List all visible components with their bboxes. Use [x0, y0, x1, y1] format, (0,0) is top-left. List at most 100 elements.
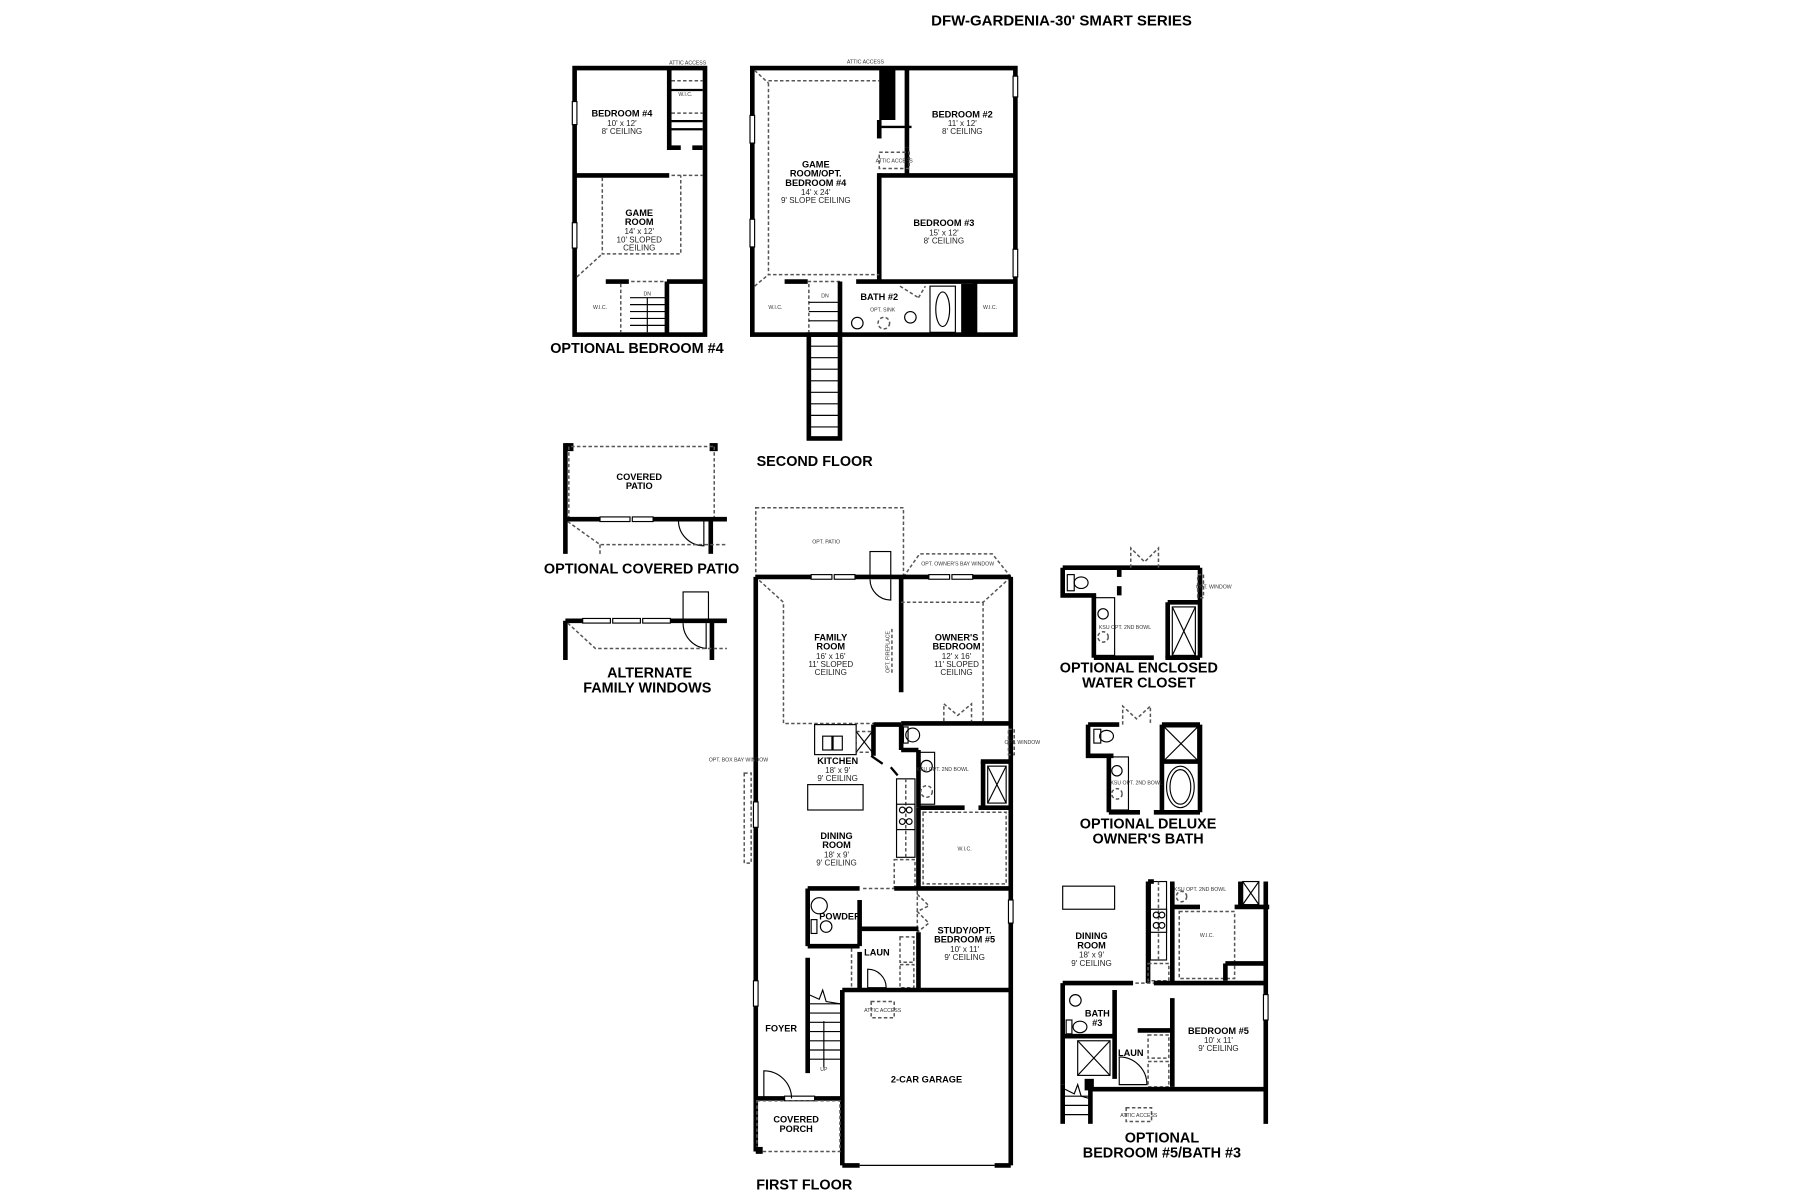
svg-text:OPT. BOX BAY WINDOW: OPT. BOX BAY WINDOW — [709, 758, 769, 764]
svg-text:DN: DN — [821, 294, 829, 300]
svg-text:BATH: BATH — [1085, 1009, 1110, 1019]
svg-text:BEDROOM #2: BEDROOM #2 — [932, 110, 993, 120]
svg-text:OPT. WINDOW: OPT. WINDOW — [1004, 740, 1040, 746]
section-title-deluxe-bath-1: OPTIONAL DELUXE — [1080, 816, 1217, 832]
optional-covered-patio-plan: COVERED PATIO — [563, 443, 727, 554]
section-title-deluxe-bath-2: OWNER'S BATH — [1092, 831, 1203, 847]
svg-text:18' x 9': 18' x 9' — [1079, 951, 1105, 960]
svg-text:W.I.C.: W.I.C. — [768, 305, 782, 311]
svg-text:CEILING: CEILING — [940, 668, 972, 677]
svg-text:W.I.C.: W.I.C. — [983, 305, 997, 311]
stair-treads — [808, 988, 841, 1068]
stair-treads — [808, 301, 840, 428]
section-title-first-floor: FIRST FLOOR — [756, 1178, 853, 1194]
stair-treads — [630, 297, 666, 333]
svg-text:15' x 12': 15' x 12' — [929, 228, 959, 237]
svg-text:LAUN: LAUN — [864, 947, 890, 957]
section-title-optional-covered-patio: OPTIONAL COVERED PATIO — [544, 561, 739, 577]
svg-text:BEDROOM #4: BEDROOM #4 — [785, 178, 847, 188]
svg-text:ATTIC ACCESS: ATTIC ACCESS — [876, 159, 914, 165]
svg-text:BEDROOM: BEDROOM — [932, 642, 980, 652]
svg-text:LAUN: LAUN — [1118, 1048, 1144, 1058]
svg-text:BEDROOM #4: BEDROOM #4 — [591, 109, 653, 119]
svg-text:10' x 11': 10' x 11' — [1204, 1036, 1233, 1045]
svg-text:11' SLOPED: 11' SLOPED — [808, 660, 853, 669]
first-floor-plan: OPT. PATIO OPT. OWNER'S BAY WINDOW FAMIL… — [709, 506, 1040, 1168]
svg-text:10' x 11': 10' x 11' — [950, 945, 979, 954]
svg-text:8' CEILING: 8' CEILING — [942, 127, 983, 136]
svg-text:OPT. OWNER'S BAY WINDOW: OPT. OWNER'S BAY WINDOW — [921, 561, 994, 567]
svg-text:W.I.C.: W.I.C. — [678, 92, 692, 98]
section-title-opt-bed5-1: OPTIONAL — [1125, 1130, 1200, 1146]
svg-text:#3: #3 — [1092, 1018, 1102, 1028]
svg-text:ATTIC ACCESS: ATTIC ACCESS — [1120, 1113, 1158, 1119]
section-title-alternate-2: FAMILY WINDOWS — [583, 680, 711, 696]
optional-enclosed-water-closet-plan: OPT. WINDOW KSU OPT. 2ND BOWL — [1060, 546, 1232, 660]
svg-text:FOYER: FOYER — [765, 1024, 797, 1034]
svg-text:14' x 24': 14' x 24' — [801, 188, 831, 197]
svg-text:GAME: GAME — [625, 208, 653, 218]
svg-text:KSU OPT. 2ND BOWL: KSU OPT. 2ND BOWL — [1099, 625, 1151, 631]
svg-text:10' x 12': 10' x 12' — [607, 119, 637, 128]
svg-text:PORCH: PORCH — [780, 1124, 814, 1134]
svg-text:BEDROOM #5: BEDROOM #5 — [1188, 1026, 1249, 1036]
svg-text:GAME: GAME — [802, 159, 830, 169]
svg-text:BATH #2: BATH #2 — [860, 292, 898, 302]
svg-text:W.I.C.: W.I.C. — [958, 846, 972, 852]
section-title-enclosed-wc-1: OPTIONAL ENCLOSED — [1060, 661, 1218, 677]
svg-text:W.I.C.: W.I.C. — [593, 305, 607, 311]
section-title-enclosed-wc-2: WATER CLOSET — [1082, 676, 1196, 692]
svg-text:ATTIC ACCESS: ATTIC ACCESS — [669, 61, 707, 67]
svg-text:POWDER: POWDER — [819, 912, 861, 922]
stair-treads — [1064, 1082, 1090, 1116]
svg-text:ROOM: ROOM — [822, 840, 851, 850]
svg-text:BEDROOM #3: BEDROOM #3 — [913, 218, 974, 228]
svg-text:DN: DN — [644, 291, 652, 297]
svg-text:9' CEILING: 9' CEILING — [1198, 1044, 1239, 1053]
svg-text:KITCHEN: KITCHEN — [817, 756, 858, 766]
section-title-opt-bed5-2: BEDROOM #5/BATH #3 — [1083, 1145, 1241, 1161]
svg-text:BEDROOM #5: BEDROOM #5 — [934, 935, 995, 945]
svg-text:10' SLOPED: 10' SLOPED — [616, 235, 662, 244]
svg-text:11' x 12': 11' x 12' — [948, 119, 977, 128]
svg-text:OPT. FIREPLACE: OPT. FIREPLACE — [886, 630, 892, 672]
svg-text:2-CAR GARAGE: 2-CAR GARAGE — [891, 1074, 962, 1084]
alternate-family-windows-plan — [563, 591, 727, 660]
svg-text:16' x 16': 16' x 16' — [816, 652, 846, 661]
svg-text:9' CEILING: 9' CEILING — [817, 774, 858, 783]
second-floor-plan: GAME ROOM/OPT. BEDROOM #4 14' x 24' 9' S… — [749, 59, 1019, 441]
section-title-second-floor: SECOND FLOOR — [757, 454, 874, 470]
svg-text:KSU OPT. 2ND BOWL: KSU OPT. 2ND BOWL — [917, 767, 969, 773]
svg-text:KSU OPT. 2ND BOWL: KSU OPT. 2ND BOWL — [1174, 887, 1226, 893]
svg-text:COVERED: COVERED — [773, 1115, 819, 1125]
svg-text:8' CEILING: 8' CEILING — [924, 236, 965, 245]
svg-text:11' SLOPED: 11' SLOPED — [934, 660, 979, 669]
svg-text:ATTIC ACCESS: ATTIC ACCESS — [864, 1008, 902, 1014]
svg-text:9' SLOPE CEILING: 9' SLOPE CEILING — [781, 196, 851, 205]
svg-text:12' x 16': 12' x 16' — [942, 652, 972, 661]
svg-text:STUDY/OPT.: STUDY/OPT. — [937, 925, 991, 935]
svg-text:CEILING: CEILING — [815, 668, 847, 677]
svg-text:9' CEILING: 9' CEILING — [944, 953, 985, 962]
optional-deluxe-owners-bath-plan: KSU OPT. 2ND BOWL — [1085, 704, 1203, 815]
svg-text:ROOM/OPT.: ROOM/OPT. — [790, 169, 842, 179]
svg-text:8' CEILING: 8' CEILING — [602, 127, 643, 136]
plan-title: DFW-GARDENIA-30' SMART SERIES — [931, 12, 1192, 29]
svg-text:FAMILY: FAMILY — [814, 632, 847, 642]
svg-text:UP: UP — [820, 1067, 828, 1073]
svg-text:DINING: DINING — [820, 831, 852, 841]
section-title-alternate-1: ALTERNATE — [607, 665, 692, 681]
svg-text:ROOM: ROOM — [816, 642, 845, 652]
svg-text:OPT. SINK: OPT. SINK — [870, 308, 896, 314]
svg-text:9' CEILING: 9' CEILING — [1071, 959, 1112, 968]
svg-text:ROOM: ROOM — [625, 217, 654, 227]
svg-text:ATTIC ACCESS: ATTIC ACCESS — [847, 59, 885, 65]
svg-text:OPT. WINDOW: OPT. WINDOW — [1196, 584, 1232, 590]
svg-text:9' CEILING: 9' CEILING — [816, 858, 857, 867]
section-title-optional-bedroom4: OPTIONAL BEDROOM #4 — [550, 341, 723, 357]
svg-text:18' x 9': 18' x 9' — [824, 850, 850, 859]
svg-text:KSU OPT. 2ND BOWL: KSU OPT. 2ND BOWL — [1110, 781, 1162, 787]
svg-text:18' x 9': 18' x 9' — [825, 766, 851, 775]
svg-text:14' x 12': 14' x 12' — [624, 227, 654, 236]
